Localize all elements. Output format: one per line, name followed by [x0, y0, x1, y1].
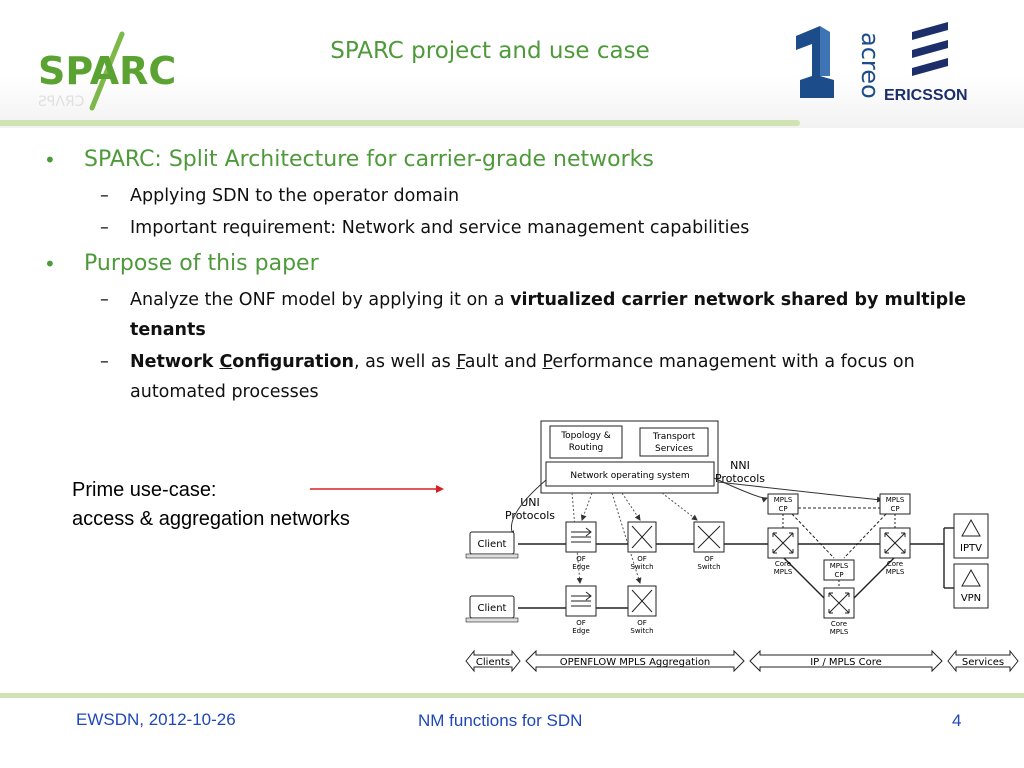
ericsson-logo: ERICSSON — [884, 22, 968, 104]
svg-text:MPLS: MPLS — [886, 568, 905, 576]
svg-text:ƧꟼΛЯϽ: ƧꟼΛЯϽ — [38, 94, 85, 110]
svg-text:OF: OF — [704, 555, 714, 563]
segment-aggregation: OPENFLOW MPLS Aggregation — [560, 657, 711, 668]
mpls-cp-right: MPLS CP — [879, 493, 911, 515]
svg-text:MPLS: MPLS — [774, 496, 793, 504]
svg-text:CP: CP — [834, 571, 843, 579]
bullet-sparc: SPARC: Split Architecture for carrier-gr… — [44, 145, 974, 175]
vpn-server: VPN — [953, 563, 989, 609]
svg-text:MPLS: MPLS — [830, 628, 849, 636]
topology-routing-label-2: Routing — [569, 443, 604, 453]
svg-text:Switch: Switch — [630, 563, 653, 571]
partner-logos: acreo ERICSSON — [796, 22, 968, 104]
svg-text:Core: Core — [831, 620, 847, 628]
svg-text:MPLS: MPLS — [886, 496, 905, 504]
of-edge-top: OF Edge — [565, 521, 597, 571]
segment-core: IP / MPLS Core — [810, 657, 882, 668]
svg-text:Edge: Edge — [572, 563, 590, 571]
topology-routing-label-1: Topology & — [560, 431, 611, 441]
of-switch-bottom: OF Switch — [627, 585, 657, 635]
core-mpls-right: Core MPLS — [879, 527, 911, 576]
sub-bullet-fcaps: Network Configuration, as well as Fault … — [44, 347, 974, 407]
sparc-logo-text: SPARC — [38, 49, 176, 93]
bullet-list: SPARC: Split Architecture for carrier-gr… — [44, 145, 974, 409]
ericsson-logo-text: ERICSSON — [884, 87, 968, 104]
core-mpls-left: Core MPLS — [767, 527, 799, 576]
page-number: 4 — [952, 711, 962, 730]
header-band — [0, 0, 1024, 128]
mpls-cp-left: MPLS CP — [767, 493, 799, 515]
svg-text:VPN: VPN — [961, 593, 981, 604]
controller-box: Topology & Routing Transport Services Ne… — [540, 420, 719, 494]
svg-text:Core: Core — [775, 560, 791, 568]
svg-text:MPLS: MPLS — [830, 562, 849, 570]
pointer-arrow — [310, 485, 444, 493]
sub-bullet-requirement: Important requirement: Network and servi… — [44, 213, 974, 243]
client-bottom-label: Client — [478, 603, 507, 614]
nos-label: Network operating system — [570, 471, 689, 481]
svg-text:CP: CP — [778, 505, 787, 513]
use-case-line-1: Prime use-case: — [72, 479, 217, 501]
uni-label-2: Protocols — [505, 509, 555, 522]
svg-text:Edge: Edge — [572, 627, 590, 635]
of-switch-top-1: OF Switch — [627, 521, 657, 571]
client-bottom: Client — [465, 595, 519, 623]
footer-divider — [0, 693, 1024, 698]
client-top-label: Client — [478, 539, 507, 550]
mpls-cp-center: MPLS CP — [823, 559, 855, 581]
nni-label-2: Protocols — [715, 472, 765, 485]
sub-bullet-sdn-operator: Applying SDN to the operator domain — [44, 181, 974, 211]
footer-event-date: EWSDN, 2012-10-26 — [76, 710, 236, 729]
iptv-server: IPTV — [953, 513, 989, 559]
client-top: Client — [465, 531, 519, 559]
use-case-line-2: access & aggregation networks — [72, 508, 350, 530]
bullet-purpose: Purpose of this paper — [44, 249, 974, 279]
segment-bar — [465, 649, 1019, 673]
header-divider — [0, 120, 800, 126]
footer-title: NM functions for SDN — [418, 711, 583, 730]
svg-text:Core: Core — [887, 560, 903, 568]
transport-services-label-2: Services — [655, 444, 693, 454]
acreo-logo: acreo — [796, 26, 884, 99]
svg-text:Switch: Switch — [630, 627, 653, 635]
svg-text:MPLS: MPLS — [774, 568, 793, 576]
of-switch-top-2: OF Switch — [693, 521, 725, 571]
uni-label-1: UNI — [520, 496, 540, 509]
svg-text:Switch: Switch — [697, 563, 720, 571]
use-case-label: Prime use-case: access & aggregation net… — [72, 476, 350, 534]
svg-text:OF: OF — [576, 555, 586, 563]
segment-services: Services — [962, 657, 1004, 668]
svg-text:OF: OF — [637, 555, 647, 563]
svg-text:IPTV: IPTV — [960, 543, 982, 554]
core-mpls-bottom: Core MPLS — [823, 587, 855, 636]
transport-services-label-1: Transport — [652, 432, 696, 442]
network-diagram: Topology & Routing Transport Services Ne… — [465, 420, 1019, 673]
acreo-logo-text: acreo — [856, 32, 884, 99]
svg-text:CP: CP — [890, 505, 899, 513]
nni-label-1: NNI — [730, 459, 750, 472]
svg-text:OF: OF — [637, 619, 647, 627]
sparc-logo: SPARC ƧꟼΛЯϽ — [38, 31, 176, 111]
sub-bullet-analyze: Analyze the ONF model by applying it on … — [44, 285, 974, 345]
svg-text:OF: OF — [576, 619, 586, 627]
slide-title: SPARC project and use case — [330, 38, 650, 64]
segment-clients: Clients — [476, 657, 510, 668]
of-edge-bottom: OF Edge — [565, 585, 597, 635]
